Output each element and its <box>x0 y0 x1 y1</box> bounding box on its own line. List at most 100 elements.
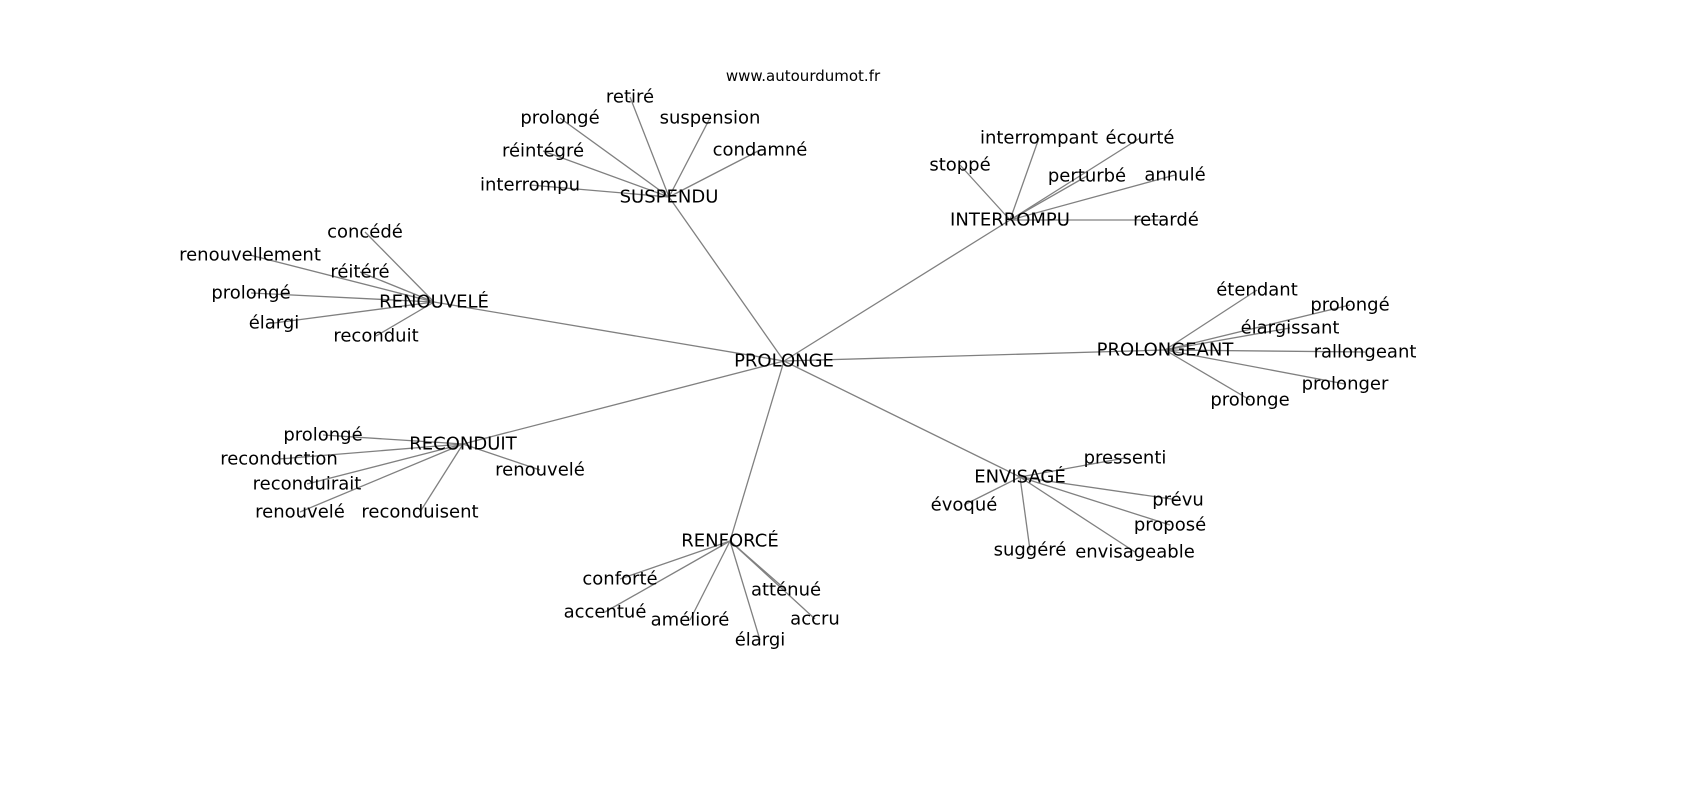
hub-node-label: INTERROMPU <box>950 210 1070 231</box>
hub-node-label: RENOUVELÉ <box>379 291 489 313</box>
edge <box>1164 327 1291 351</box>
leaf-node-label: accru <box>790 609 840 630</box>
edge <box>250 292 435 303</box>
leaf-node-label: condamné <box>713 140 808 161</box>
root-node-label: PROLONGE <box>734 351 834 372</box>
edge <box>1009 174 1176 221</box>
hub-node-label: RENFORCÉ <box>681 530 778 552</box>
leaf-node-label: perturbé <box>1048 166 1126 187</box>
edge <box>1164 349 1346 385</box>
leaf-node-label: renouvellement <box>179 245 321 266</box>
edge <box>419 443 464 513</box>
leaf-node-label: suspension <box>660 108 761 129</box>
edge <box>729 540 761 641</box>
hub-node-label: ENVISAGÉ <box>974 466 1066 488</box>
leaf-node-label: prévu <box>1152 490 1204 511</box>
edge <box>1164 349 1366 353</box>
leaf-node-label: réitéré <box>330 262 389 283</box>
edge <box>959 164 1011 221</box>
leaf-node-label: annulé <box>1144 165 1205 186</box>
leaf-node-label: interrompant <box>980 128 1098 149</box>
leaf-node-label: élargi <box>735 630 786 651</box>
leaf-node-label: étendant <box>1216 280 1298 301</box>
leaf-node-label: concédé <box>327 222 403 243</box>
edge <box>1019 476 1179 501</box>
leaf-node-label: atténué <box>751 580 821 601</box>
edges <box>249 96 1366 641</box>
nodes: PROLONGE SUSPENDU prolongé retiré suspension… <box>179 87 1416 651</box>
leaf-node-label: élargissant <box>1241 318 1340 339</box>
edge <box>542 150 670 198</box>
leaf-node-label: conforté <box>582 569 657 590</box>
leaf-node-label: élargi <box>249 313 300 334</box>
edge <box>1019 476 1171 526</box>
leaf-node-label: stoppé <box>929 155 990 176</box>
edge <box>359 271 435 303</box>
edge <box>273 301 435 324</box>
edge <box>783 360 1021 478</box>
leaf-node-label: renouvelé <box>255 502 345 523</box>
edge <box>668 196 785 362</box>
edge <box>529 184 670 198</box>
edge <box>433 301 785 362</box>
edge <box>559 117 670 198</box>
leaf-node-label: prolongé <box>1310 295 1389 316</box>
edge <box>1009 137 1040 221</box>
leaf-node-label: prolongé <box>520 108 599 129</box>
leaf-node-label: amélioré <box>651 610 730 631</box>
edge <box>629 96 670 198</box>
edge <box>619 540 731 580</box>
hub-node-label: RECONDUIT <box>409 434 517 455</box>
leaf-node-label: réintégré <box>502 141 584 162</box>
leaf-node-label: évoqué <box>931 495 998 516</box>
hub-node-label: SUSPENDU <box>620 187 719 208</box>
edge <box>322 434 464 445</box>
edge <box>306 443 464 485</box>
edge <box>1019 457 1126 478</box>
edge <box>278 443 464 460</box>
edge <box>668 149 761 198</box>
edge <box>1019 476 1031 551</box>
leaf-node-label: prolongé <box>211 283 290 304</box>
edge <box>729 540 816 620</box>
leaf-node-label: reconduction <box>220 449 338 470</box>
edge <box>1164 304 1351 351</box>
edge <box>963 476 1021 506</box>
edge <box>375 301 435 337</box>
edge <box>249 254 435 303</box>
leaf-node-label: envisageable <box>1075 542 1195 563</box>
edge <box>364 231 435 303</box>
leaf-node-label: proposé <box>1134 515 1206 536</box>
leaf-node-label: reconduit <box>333 326 418 347</box>
edge <box>1164 349 1251 401</box>
edge <box>604 540 731 613</box>
edge <box>689 540 731 621</box>
edge <box>1009 137 1141 221</box>
edge <box>299 443 464 513</box>
leaf-node-label: interrompu <box>480 175 580 196</box>
leaf-node-label: retiré <box>606 87 654 108</box>
edge <box>1164 289 1258 351</box>
edge <box>729 360 785 542</box>
leaf-node-label: prolongé <box>283 425 362 446</box>
hub-node-label: PROLONGEANT <box>1097 340 1235 361</box>
leaf-node-label: prolonge <box>1210 390 1289 411</box>
leaf-node-label: accentué <box>564 602 647 623</box>
edge <box>783 219 1011 362</box>
leaf-node-label: écourté <box>1106 128 1175 149</box>
leaf-node-label: rallongeant <box>1314 342 1417 363</box>
leaf-node-label: renouvelé <box>495 460 585 481</box>
leaf-node-label: suggéré <box>994 540 1067 561</box>
edge <box>462 360 785 445</box>
edge <box>1019 476 1136 553</box>
leaf-node-label: reconduirait <box>253 474 362 495</box>
site-watermark: www.autourdumot.fr <box>726 67 881 85</box>
edge <box>1009 175 1088 221</box>
leaf-node-label: pressenti <box>1084 448 1167 469</box>
edge <box>783 349 1166 362</box>
leaf-node-label: retardé <box>1133 210 1199 231</box>
edge <box>668 117 711 198</box>
leaf-node-label: prolonger <box>1302 374 1389 395</box>
leaf-node-label: reconduisent <box>361 502 478 523</box>
